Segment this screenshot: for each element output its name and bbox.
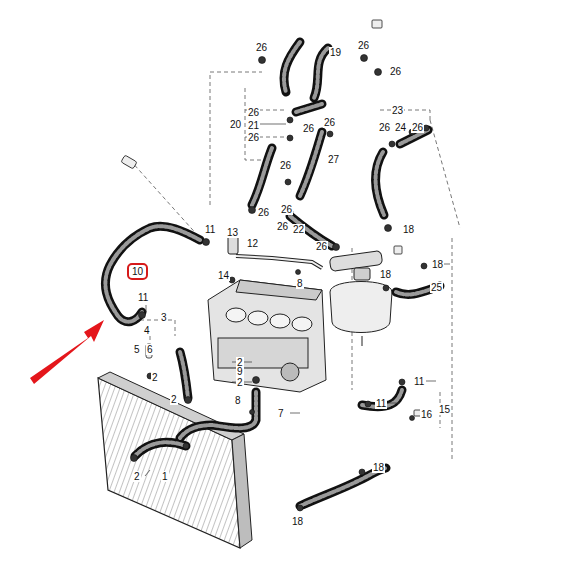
callout-number: 22	[292, 224, 305, 235]
callout-number: 11	[413, 376, 425, 387]
callout-number: 11	[375, 398, 387, 409]
highlighted-callout: 10	[127, 263, 148, 280]
callout-number: 5	[133, 344, 141, 355]
callout-number: 25	[430, 282, 443, 293]
callout-number: 26	[247, 107, 260, 118]
callout-number: 3	[160, 312, 168, 323]
callout-number: 7	[277, 408, 285, 419]
callout-number: 26	[378, 122, 391, 133]
callout-number: 2	[151, 372, 159, 383]
callout-number: 4	[143, 325, 151, 336]
callout-number: 10	[132, 266, 143, 277]
callout-number: 18	[402, 224, 415, 235]
callout-number: 9	[236, 366, 244, 377]
callout-number: 8	[296, 278, 304, 289]
callout-number: 18	[372, 462, 385, 473]
callout-number: 26	[276, 221, 289, 232]
callout-number: 12	[246, 238, 259, 249]
callout-number: 6	[146, 344, 154, 355]
callout-number: 23	[391, 105, 404, 116]
callout-number: 11	[137, 292, 149, 303]
callout-number: 1	[161, 471, 169, 482]
callout-number: 8	[234, 395, 242, 406]
callout-number: 2	[170, 394, 178, 405]
callout-number: 21	[247, 120, 260, 131]
callout-number: 26	[247, 132, 260, 143]
callout-number: 24	[394, 122, 407, 133]
callout-number: 26	[255, 42, 268, 53]
callout-number: 27	[327, 154, 340, 165]
callout-number: 18	[291, 516, 304, 527]
callout-number: 14	[217, 270, 230, 281]
callout-number: 26	[357, 40, 370, 51]
callout-number: 2	[133, 471, 141, 482]
callout-number: 26	[411, 122, 424, 133]
callout-number: 26	[257, 207, 270, 218]
callout-number: 26	[323, 117, 336, 128]
callout-number: 13	[226, 227, 239, 238]
callout-number: 18	[379, 269, 392, 280]
callout-number: 19	[329, 47, 342, 58]
callout-number: 15	[438, 404, 451, 415]
callout-number: 11	[204, 224, 216, 235]
callout-number: 20	[229, 119, 242, 130]
callout-number: 26	[315, 241, 328, 252]
callout-number: 26	[389, 66, 402, 77]
callout-number: 2	[236, 377, 244, 388]
callout-number: 18	[431, 259, 444, 270]
callout-number: 26	[280, 204, 293, 215]
callout-number: 16	[420, 409, 433, 420]
callout-number: 26	[302, 123, 315, 134]
callout-number: 26	[279, 160, 292, 171]
